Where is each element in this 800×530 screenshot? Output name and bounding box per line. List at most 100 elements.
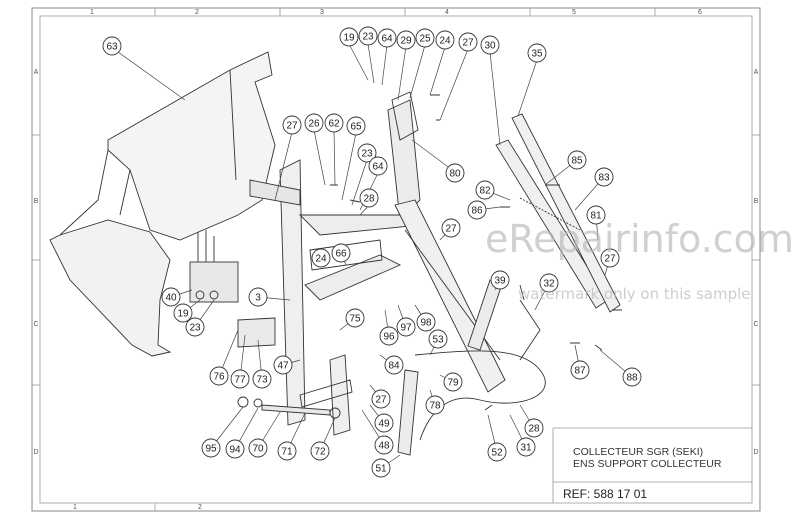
callout-bubble[interactable]: 66 xyxy=(331,243,351,263)
callout-bubble[interactable]: 84 xyxy=(384,355,404,375)
fender-panel xyxy=(107,51,276,241)
callout-bubble[interactable]: 29 xyxy=(396,30,416,50)
callout-label: 52 xyxy=(491,448,503,459)
callout-bubble[interactable]: 98 xyxy=(416,312,436,332)
callout-bubble[interactable]: 62 xyxy=(324,113,344,133)
title-line-2: ENS SUPPORT COLLECTEUR xyxy=(573,458,722,470)
callout-bubble[interactable]: 70 xyxy=(248,438,268,458)
callout-label: 98 xyxy=(420,318,432,329)
callout-label: 88 xyxy=(626,373,638,384)
grid-row-c-left: C xyxy=(33,321,38,328)
callout-label: 82 xyxy=(479,186,491,197)
callout-bubble[interactable]: 25 xyxy=(415,28,435,48)
callout-bubble[interactable]: 83 xyxy=(594,167,614,187)
callout-bubble[interactable]: 23 xyxy=(185,317,205,337)
callout-bubble[interactable]: 52 xyxy=(487,442,507,462)
callout-label: 51 xyxy=(375,464,387,475)
callout-bubble[interactable]: 24 xyxy=(435,30,455,50)
callout-bubble[interactable]: 19 xyxy=(173,303,193,323)
callout-bubble[interactable]: 86 xyxy=(467,200,487,220)
callout-bubble[interactable]: 87 xyxy=(570,360,590,380)
callout-bubble[interactable]: 80 xyxy=(445,163,465,183)
callout-bubble[interactable]: 31 xyxy=(516,437,536,457)
callout-bubble[interactable]: 82 xyxy=(475,180,495,200)
callout-bubble[interactable]: 27 xyxy=(458,32,478,52)
callout-label: 48 xyxy=(378,441,390,452)
callout-label: 19 xyxy=(177,309,189,320)
callout-bubble[interactable]: 32 xyxy=(539,273,559,293)
callout-bubble[interactable]: 81 xyxy=(586,205,606,225)
callout-bubble[interactable]: 78 xyxy=(425,395,445,415)
callout-label: 83 xyxy=(598,173,610,184)
callout-bubble[interactable]: 77 xyxy=(230,369,250,389)
callout-bubble[interactable]: 94 xyxy=(225,439,245,459)
spring-83 xyxy=(519,197,581,231)
callout-bubble[interactable]: 73 xyxy=(252,369,272,389)
callout-bubble[interactable]: 30 xyxy=(480,35,500,55)
callout-label: 27 xyxy=(462,38,474,49)
callout-bubble[interactable]: 64 xyxy=(368,156,388,176)
frame-upright-lower xyxy=(329,354,351,436)
callout-bubble[interactable]: 88 xyxy=(622,367,642,387)
callout-label: 25 xyxy=(419,34,431,45)
callout-label: 39 xyxy=(494,276,506,287)
callout-bubble[interactable]: 27 xyxy=(441,218,461,238)
callout-bubble[interactable]: 23 xyxy=(358,26,378,46)
callout-bubble[interactable]: 71 xyxy=(277,441,297,461)
callout-label: 26 xyxy=(308,119,320,130)
callout-bubble[interactable]: 49 xyxy=(374,413,394,433)
callout-label: 63 xyxy=(106,42,118,53)
grid-row-d-left: D xyxy=(33,449,38,456)
callout-bubble[interactable]: 48 xyxy=(374,435,394,455)
callout-label: 3 xyxy=(255,293,261,304)
callout-bubble[interactable]: 19 xyxy=(339,27,359,47)
callout-label: 24 xyxy=(439,36,451,47)
callout-label: 49 xyxy=(378,419,390,430)
callout-label: 23 xyxy=(361,149,373,160)
callout-label: 96 xyxy=(383,332,395,343)
callout-bubble[interactable]: 65 xyxy=(346,116,366,136)
title-block: COLLECTEUR SGR (SEKI) ENS SUPPORT COLLEC… xyxy=(552,427,752,503)
callout-bubble[interactable]: 27 xyxy=(371,389,391,409)
callout-bubble[interactable]: 72 xyxy=(310,441,330,461)
cylinder-51 xyxy=(397,369,419,456)
callout-label: 27 xyxy=(375,395,387,406)
callout-bubble[interactable]: 96 xyxy=(379,326,399,346)
callout-bubble[interactable]: 75 xyxy=(345,308,365,328)
callout-bubble[interactable]: 39 xyxy=(490,270,510,290)
callout-label: 27 xyxy=(286,121,298,132)
callout-label: 35 xyxy=(531,49,543,60)
callout-bubble[interactable]: 3 xyxy=(248,287,268,307)
callout-label: 84 xyxy=(388,361,400,372)
callout-label: 30 xyxy=(484,41,496,52)
callout-label: 27 xyxy=(445,224,457,235)
callout-bubble[interactable]: 51 xyxy=(371,458,391,478)
callout-bubble[interactable]: 28 xyxy=(359,188,379,208)
callout-bubble[interactable]: 27 xyxy=(600,248,620,268)
callout-bubble[interactable]: 28 xyxy=(524,418,544,438)
callout-bubble[interactable]: 63 xyxy=(102,36,122,56)
callout-bubble[interactable]: 35 xyxy=(527,43,547,63)
callout-bubble[interactable]: 27 xyxy=(282,115,302,135)
callout-label: 71 xyxy=(281,447,293,458)
callout-bubble[interactable]: 76 xyxy=(209,366,229,386)
callout-bubble[interactable]: 85 xyxy=(567,150,587,170)
callout-bubble[interactable]: 40 xyxy=(161,287,181,307)
callout-bubble[interactable]: 79 xyxy=(443,372,463,392)
callout-label: 87 xyxy=(574,366,586,377)
callout-bubble[interactable]: 53 xyxy=(428,329,448,349)
callout-label: 24 xyxy=(315,254,327,265)
callout-bubble[interactable]: 26 xyxy=(304,113,324,133)
grid-col-labels-bottom: 1 2 xyxy=(73,504,202,511)
callout-bubble[interactable]: 47 xyxy=(273,355,293,375)
grid-row-d-right: D xyxy=(753,449,758,456)
callout-bubble[interactable]: 95 xyxy=(201,438,221,458)
callout-bubble[interactable]: 23 xyxy=(357,143,377,163)
callout-bubble[interactable]: 64 xyxy=(377,28,397,48)
callout-label: 73 xyxy=(256,375,268,386)
callout-bubble[interactable]: 24 xyxy=(311,248,331,268)
callout-bubble[interactable]: 97 xyxy=(396,317,416,337)
callout-label: 28 xyxy=(363,194,375,205)
cross-member-2 xyxy=(304,254,402,301)
bracket-73 xyxy=(237,317,276,348)
